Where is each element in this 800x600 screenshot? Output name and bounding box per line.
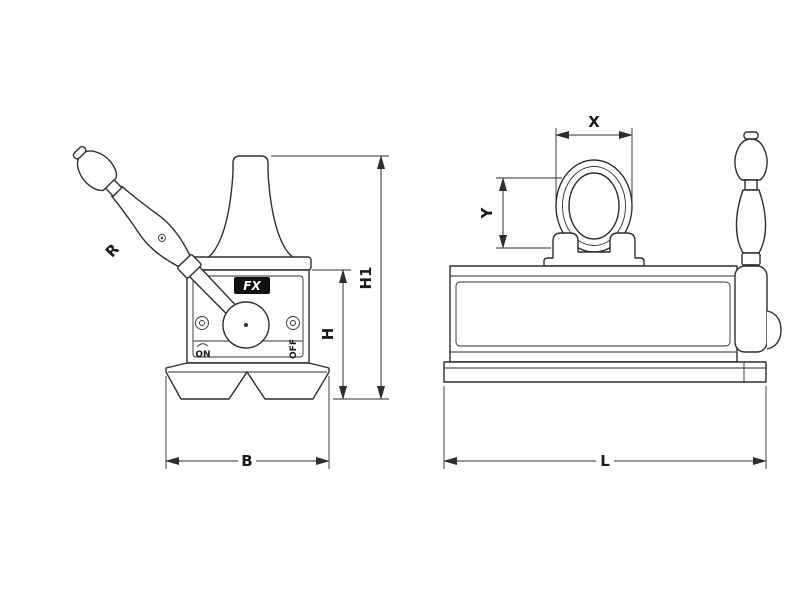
handle-ferrule [741, 252, 761, 266]
bolt-left-inner [199, 320, 205, 326]
dim-label-H: H [319, 328, 337, 341]
v-groove-base [165, 362, 330, 400]
dim-label-B: B [241, 452, 252, 470]
pivot-center [244, 323, 248, 327]
side-view: X Y L [443, 113, 782, 470]
top-plate [182, 256, 312, 271]
dim-X: X [555, 113, 633, 202]
dim-B: B [165, 376, 330, 470]
dim-label-L: L [600, 452, 610, 470]
dim-label-Y: Y [478, 206, 496, 219]
on-label: ON [195, 350, 210, 360]
body-inner-border [192, 275, 304, 358]
dim-label-X: X [588, 113, 600, 131]
off-label: OFF [289, 339, 299, 359]
lever-handle-front [72, 145, 254, 333]
dim-label-R: R [102, 240, 123, 261]
handle-grip [735, 189, 767, 254]
dim-H: H [312, 269, 351, 400]
handle-screw-center [160, 236, 164, 240]
hoist-lug [205, 155, 296, 260]
handle-knob-tip [743, 131, 759, 140]
front-view: FX ON OFF R H1 H B [72, 145, 389, 470]
brand-logo-text: FX [243, 279, 261, 293]
dim-label-H1: H1 [357, 267, 375, 290]
eye-ring-mid [562, 166, 626, 246]
handle-grip [111, 185, 191, 268]
eye-mount [543, 232, 645, 267]
dim-L: L [443, 386, 767, 470]
dim-H1: H1 [271, 155, 389, 400]
handle-screw [157, 234, 166, 242]
eye-ring-hole [568, 172, 620, 240]
dim-Y: Y [478, 177, 562, 249]
label-mask [238, 452, 256, 469]
pivot-boss-side [766, 310, 782, 350]
on-arrow-icon [196, 343, 209, 348]
pole-plate [443, 361, 767, 383]
handle-knob-tip [72, 145, 87, 160]
label-mask [596, 452, 614, 469]
bolt-right-inner [290, 320, 296, 326]
lever-handle-side [734, 131, 768, 276]
brand-logo-plate [234, 277, 270, 294]
handle-neck [744, 179, 758, 191]
magnet-body-side [449, 265, 738, 363]
bolt-right [286, 316, 300, 330]
handle-knob [734, 138, 768, 181]
bolt-left [195, 316, 209, 330]
handle-bracket [734, 265, 768, 353]
body-inner-panel [455, 281, 731, 347]
